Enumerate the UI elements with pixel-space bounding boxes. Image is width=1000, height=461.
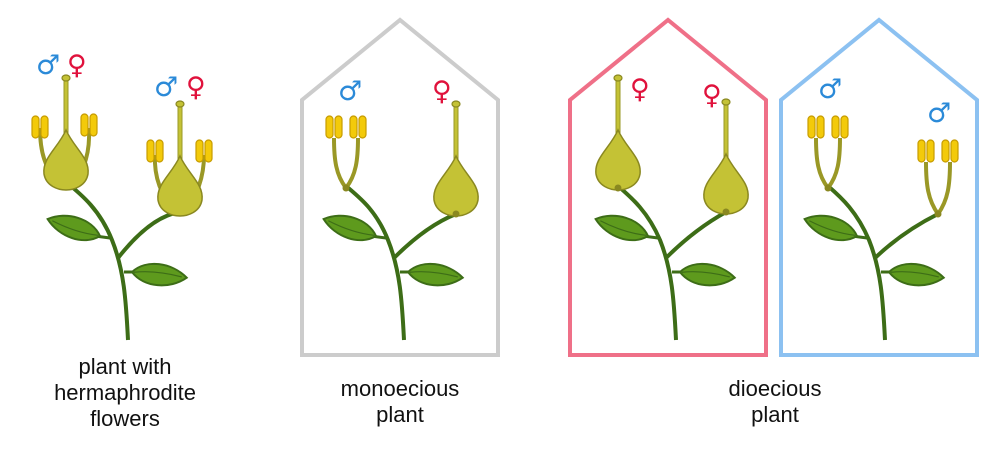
male-symbol: ♂ [338, 76, 362, 107]
monoecious-house-outline [300, 17, 500, 357]
male-symbol: ♂ [36, 50, 60, 81]
hermaphrodite-plant-caption: plant with hermaphrodite flowers [54, 354, 196, 431]
monoecious-plant-illustration [319, 101, 478, 341]
female-symbol: ♀ [67, 50, 87, 81]
dioecious-male-house-outline [779, 17, 979, 357]
dioecious-plant-caption: dioecious plant [728, 376, 822, 427]
female-symbol: ♀ [186, 72, 206, 103]
dioecious-male-plant-illustration [800, 115, 959, 341]
female-symbol: ♀ [432, 76, 452, 107]
dioecious-female-plant-illustration [591, 75, 748, 341]
dioecious-female-house-outline [568, 17, 768, 357]
male-symbol: ♂ [927, 98, 951, 129]
male-symbol: ♂ [154, 72, 178, 103]
hermaphrodite-flower-2-symbols: ♂ ♀ [154, 72, 206, 103]
hermaphrodite-flower-1-symbols: ♂ ♀ [36, 50, 87, 81]
monoecious-plant-caption: monoecious plant [340, 376, 460, 427]
female-symbol: ♀ [702, 80, 722, 111]
female-symbol: ♀ [630, 74, 650, 105]
male-symbol: ♂ [818, 74, 842, 105]
hermaphrodite-plant-illustration [31, 75, 213, 341]
